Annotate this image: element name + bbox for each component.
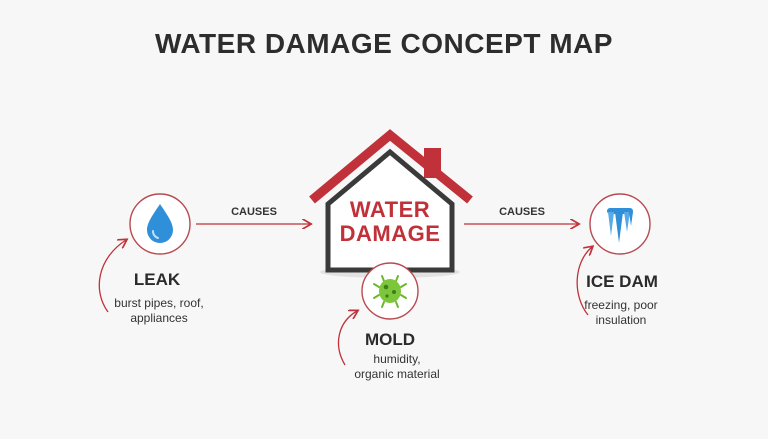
- mold-desc-line1: humidity,: [373, 352, 421, 366]
- icedam-desc-line1: freezing, poor: [584, 298, 658, 312]
- leak-desc-line1: burst pipes, roof,: [114, 296, 204, 310]
- water-drop-icon: [147, 204, 173, 243]
- germ-icon: [373, 275, 407, 308]
- icedam-desc-line2: insulation: [595, 313, 647, 327]
- leak-desc-line2: appliances: [130, 311, 188, 325]
- mold-title: MOLD: [364, 330, 416, 349]
- center-label-line1: WATER: [349, 197, 431, 222]
- right-edge-label: CAUSES: [499, 206, 545, 218]
- left-edge-label: CAUSES: [231, 206, 277, 218]
- house-icon: [309, 129, 473, 278]
- icedam-title: ICE DAM: [586, 272, 658, 291]
- icedam-curve-arrow: [576, 247, 592, 316]
- leak-curve-arrow: [98, 240, 126, 313]
- page-title: WATER DAMAGE CONCEPT MAP: [155, 28, 613, 59]
- leak-title: LEAK: [133, 270, 181, 289]
- mold-desc-line2: organic material: [354, 367, 440, 381]
- icicle-icon: [607, 208, 633, 243]
- center-label-line2: DAMAGE: [339, 221, 441, 246]
- mold-curve-arrow: [337, 311, 357, 366]
